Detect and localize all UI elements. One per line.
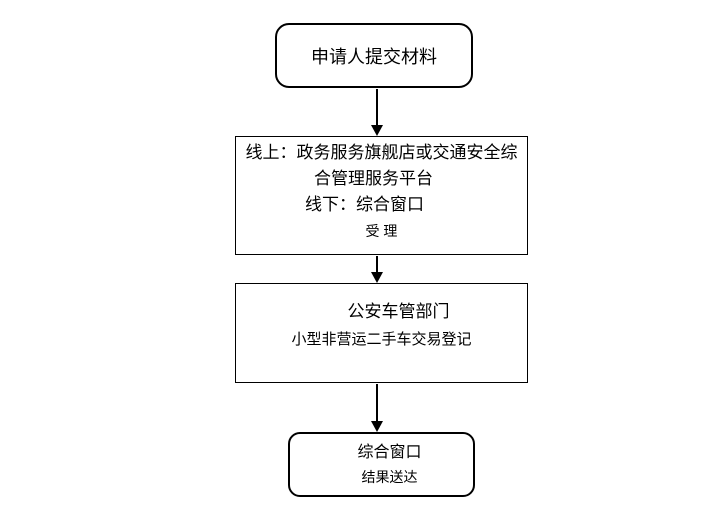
arrow-head-down-icon	[371, 125, 383, 136]
flow-node-vehicle-registration: 公安车管部门 小型非营运二手车交易登记	[235, 283, 528, 383]
arrow-head-down-icon	[371, 272, 383, 283]
arrow-shaft	[376, 89, 378, 125]
node-submit-label: 申请人提交材料	[311, 46, 437, 67]
flow-node-result-delivery: 综合窗口 结果送达	[288, 432, 475, 497]
node-acceptance-line-offline: 线下：综合窗口	[305, 195, 424, 214]
flow-arrow-accept-to-registration	[371, 256, 383, 283]
flow-arrow-submit-to-accept	[371, 89, 383, 136]
node-registration-action: 小型非营运二手车交易登记	[291, 331, 472, 348]
node-acceptance-line-accept: 受 理	[365, 223, 398, 239]
arrow-head-down-icon	[371, 421, 383, 432]
flow-node-submit-materials: 申请人提交材料	[275, 23, 473, 88]
node-registration-department: 公安车管部门	[347, 302, 450, 321]
node-acceptance-line-online: 线上：政务服务旗舰店或交通安全综	[245, 143, 518, 162]
node-delivery-window: 综合窗口	[357, 443, 422, 461]
node-delivery-action: 结果送达	[361, 468, 418, 485]
arrow-shaft	[376, 256, 378, 272]
arrow-shaft	[376, 384, 378, 421]
flow-node-acceptance: 线上：政务服务旗舰店或交通安全综 合管理服务平台 线下：综合窗口 受 理	[235, 136, 528, 255]
node-acceptance-line-platform: 合管理服务平台	[314, 169, 433, 188]
flow-arrow-registration-to-delivery	[371, 384, 383, 432]
